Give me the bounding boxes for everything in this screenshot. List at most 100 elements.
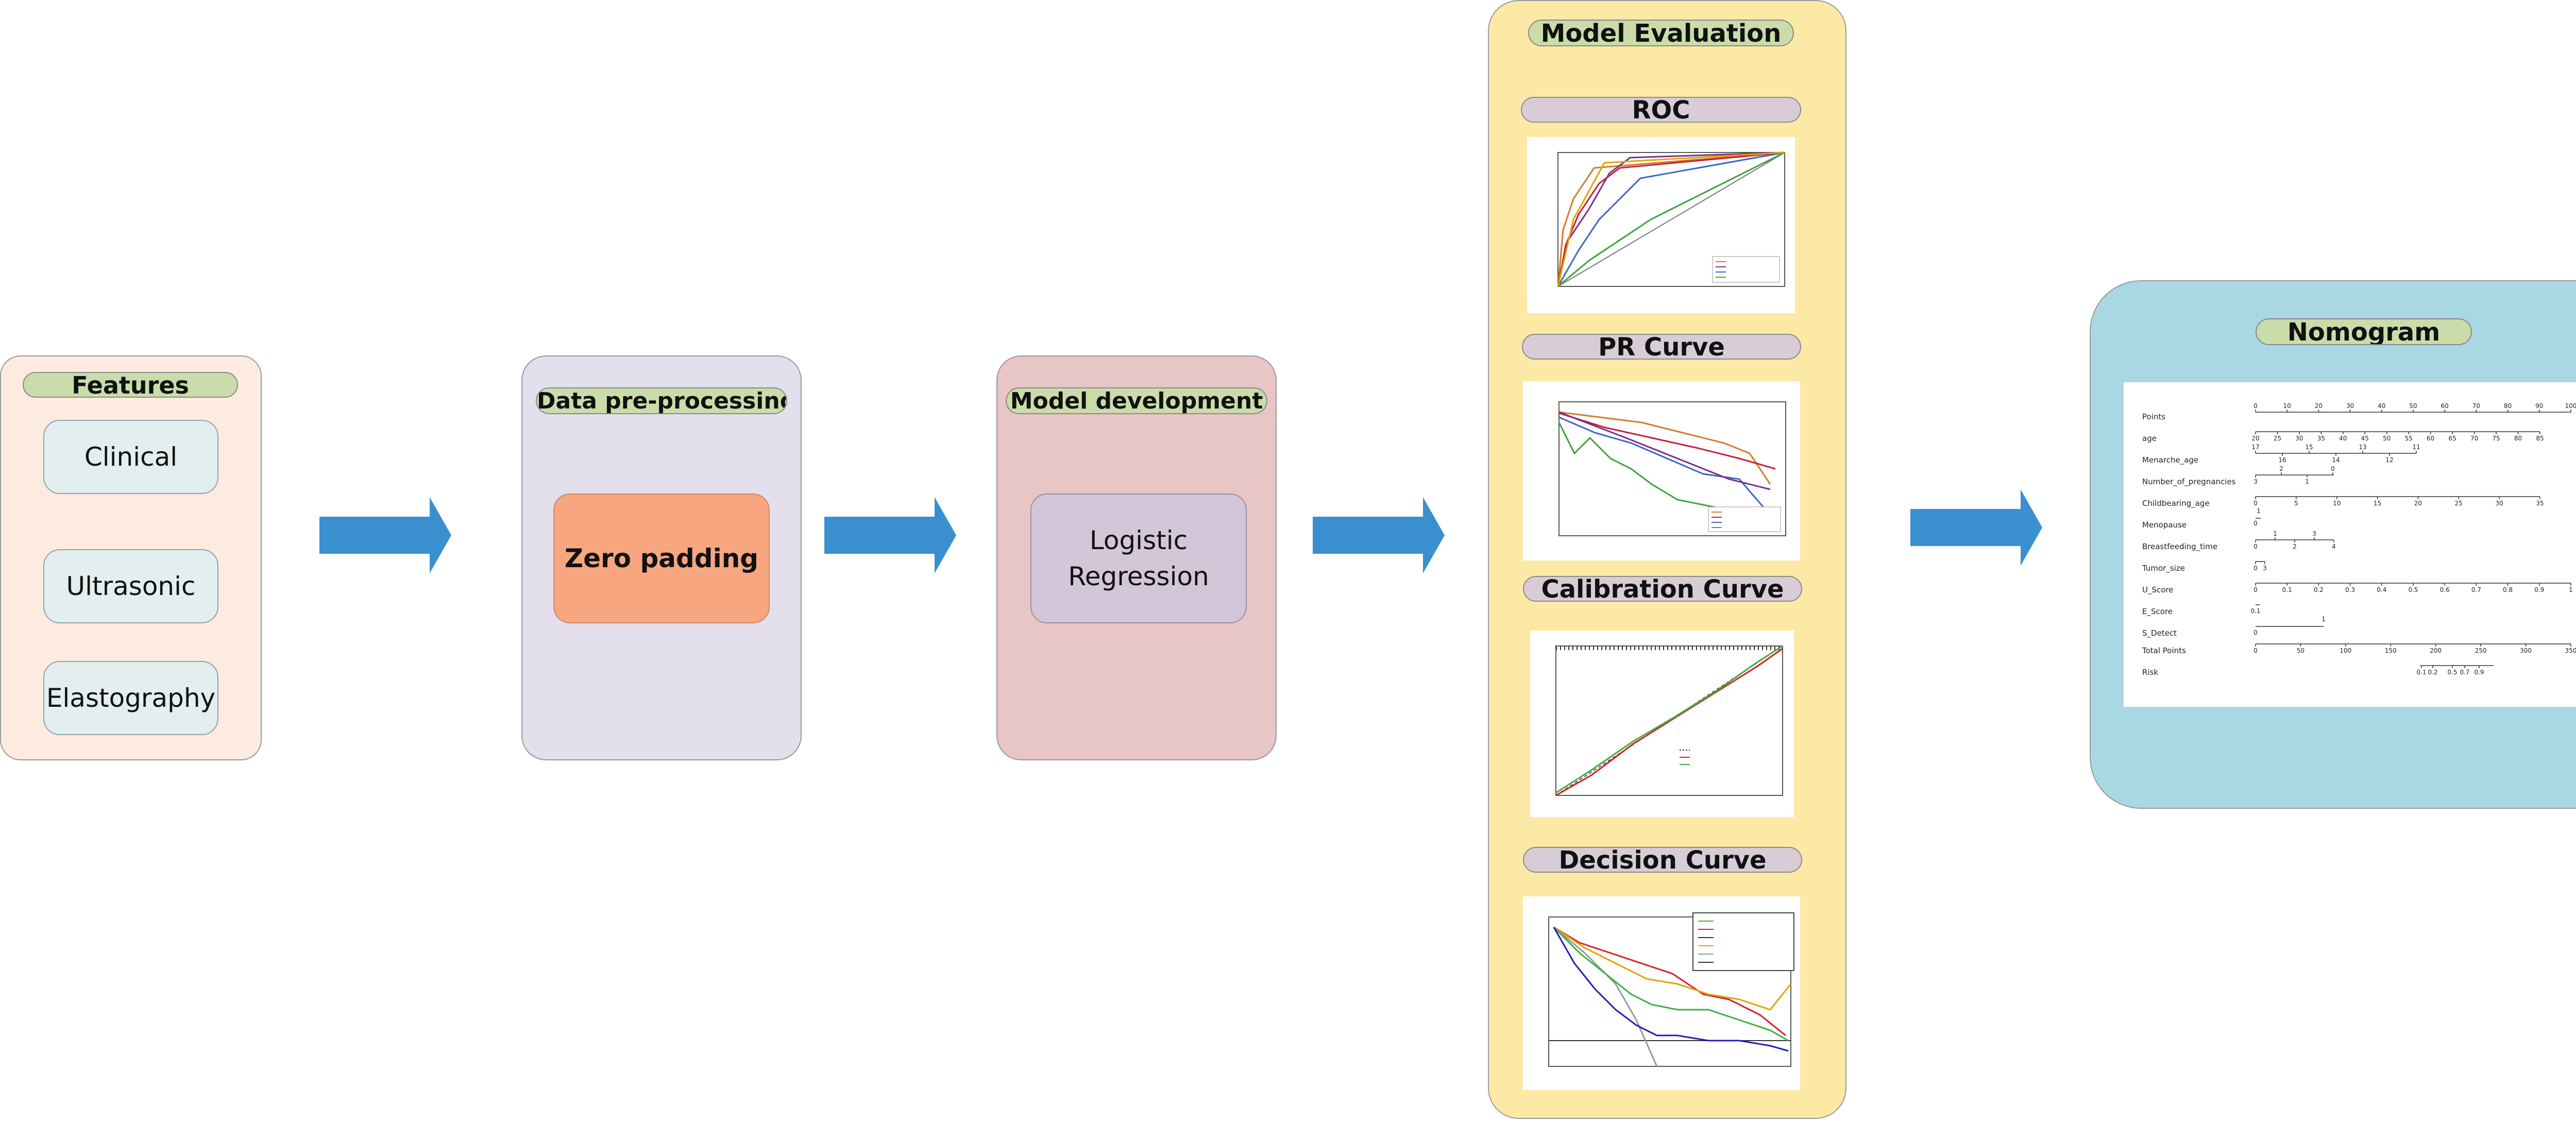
childbearing-tick-label: 35: [2536, 500, 2544, 507]
nomogram-label-pregnancies: Number_of_pregnancies: [2142, 477, 2236, 486]
points-tick-label: 70: [2472, 402, 2480, 410]
feature-box-ultrasonic: Ultrasonic: [43, 549, 218, 623]
risk-tick-label: 0.9: [2474, 669, 2484, 676]
nomogram-label-childbearing-age: Childbearing_age: [2142, 499, 2210, 508]
points-tick-label: 0: [2253, 402, 2258, 410]
uscore-tick-label: 0.1: [2282, 586, 2292, 593]
uscore-tick-label: 0.5: [2408, 586, 2418, 593]
age-tick-label: 30: [2295, 435, 2303, 442]
age-tick-label: 75: [2492, 435, 2500, 442]
arrow-3: [1313, 497, 1445, 573]
age-tick-label: 80: [2514, 435, 2522, 442]
nomogram-card: [2124, 382, 2576, 707]
points-tick-label: 20: [2315, 402, 2323, 410]
decision-plot: [1523, 896, 1800, 1090]
uscore-tick-label: 0.4: [2377, 586, 2386, 593]
features-title: Features: [23, 372, 238, 398]
childbearing-tick-label: 15: [2374, 500, 2381, 507]
childbearing-tick-label: 0: [2253, 500, 2258, 507]
nomogram-title: Nomogram: [2256, 318, 2472, 345]
points-tick-label: 50: [2409, 402, 2417, 410]
age-tick-label: 70: [2470, 435, 2478, 442]
breastfeeding-upper-label: 1: [2273, 530, 2277, 537]
total-tick-label: 50: [2297, 647, 2304, 654]
breastfeeding-lower-label: 4: [2332, 543, 2336, 550]
arrow-4: [1910, 489, 2042, 566]
escore-label: 0.1: [2250, 607, 2260, 615]
points-tick-label: 60: [2441, 402, 2449, 410]
childbearing-tick-label: 10: [2333, 500, 2341, 507]
preprocessing-title: Data pre-processing: [536, 387, 787, 414]
calibration-curve-title: Calibration Curve: [1523, 576, 1802, 602]
tumor-tick-label: 3: [2263, 565, 2267, 572]
nomogram-label-total-points: Total Points: [2142, 646, 2186, 655]
sdetect-upper-label: 1: [2321, 616, 2326, 623]
model-evaluation-title: Model Evaluation: [1528, 20, 1794, 46]
menarche-lower-label: 12: [2385, 456, 2393, 464]
uscore-tick-label: 0.8: [2503, 586, 2513, 593]
pregnancies-lower-label: 3: [2253, 478, 2258, 485]
total-tick-label: 250: [2475, 647, 2487, 654]
roc-plot: [1527, 137, 1795, 313]
nomogram-label-menopause: Menopause: [2142, 520, 2187, 530]
uscore-tick-label: 0.7: [2471, 586, 2481, 593]
nomogram-label-age: age: [2142, 434, 2157, 443]
age-tick-label: 55: [2405, 435, 2413, 442]
points-tick-label: 80: [2504, 402, 2512, 410]
menarche-lower-label: 14: [2332, 456, 2340, 464]
pr-plot: [1523, 381, 1800, 560]
uscore-tick-label: 0: [2253, 586, 2258, 593]
childbearing-tick-label: 5: [2294, 500, 2298, 507]
pr-curve-title: PR Curve: [1522, 334, 1801, 360]
points-tick-label: 90: [2535, 402, 2543, 410]
age-tick-label: 40: [2339, 435, 2347, 442]
nomogram-label-risk: Risk: [2142, 668, 2159, 677]
model-development-title: Model development: [1006, 387, 1267, 414]
age-tick-label: 45: [2361, 435, 2369, 442]
feature-box-clinical: Clinical: [43, 420, 218, 494]
feature-box-elastography: Elastography: [43, 661, 218, 735]
childbearing-tick-label: 30: [2496, 500, 2503, 507]
nomogram-label-menarche-age: Menarche_age: [2142, 455, 2199, 465]
risk-tick-label: 0.1: [2416, 669, 2426, 676]
uscore-tick-label: 0.2: [2314, 586, 2324, 593]
model-line-2: Regression: [1068, 562, 1209, 591]
pregnancies-lower-label: 1: [2305, 478, 2309, 485]
age-tick-label: 50: [2383, 435, 2391, 442]
calibration-plot: [1530, 631, 1794, 817]
points-tick-label: 100: [2565, 402, 2576, 410]
total-tick-label: 150: [2385, 647, 2397, 654]
breastfeeding-lower-label: 2: [2293, 543, 2297, 550]
nomogram-label-points: Points: [2142, 412, 2166, 421]
nomogram-label-s-detect: S_Detect: [2142, 628, 2177, 638]
total-tick-label: 350: [2565, 647, 2576, 654]
menarche-upper-label: 13: [2359, 444, 2366, 451]
age-tick-label: 60: [2427, 435, 2434, 442]
pregnancies-upper-label: 0: [2331, 465, 2335, 472]
decision-curve-title: Decision Curve: [1523, 847, 1802, 873]
menarche-upper-label: 15: [2305, 444, 2313, 451]
uscore-tick-label: 0.6: [2440, 586, 2450, 593]
menarche-upper-label: 11: [2412, 444, 2420, 451]
roc-title: ROC: [1521, 97, 1801, 123]
nomogram-label-tumor-size: Tumor_size: [2142, 564, 2185, 573]
arrow-2: [824, 497, 956, 573]
breastfeeding-upper-label: 3: [2312, 530, 2316, 537]
total-tick-label: 0: [2253, 647, 2258, 654]
pregnancies-upper-label: 2: [2279, 465, 2283, 472]
menopause-lower-label: 0: [2253, 520, 2258, 527]
logistic-regression-box: Logistic Regression: [1030, 494, 1247, 623]
age-tick-label: 35: [2317, 435, 2325, 442]
risk-tick-label: 0.7: [2460, 669, 2469, 676]
menarche-lower-label: 16: [2278, 456, 2286, 464]
uscore-tick-label: 0.3: [2345, 586, 2355, 593]
nomogram-label-e-score: E_Score: [2142, 607, 2173, 616]
zero-padding-box: Zero padding: [553, 494, 770, 623]
risk-tick-label: 0.5: [2447, 669, 2457, 676]
age-tick-label: 85: [2536, 435, 2544, 442]
childbearing-tick-label: 20: [2414, 500, 2422, 507]
nomogram-label-u-score: U_Score: [2142, 585, 2174, 594]
menopause-upper-label: 1: [2257, 507, 2261, 515]
nomogram-label-breastfeeding: Breastfeeding_time: [2142, 542, 2218, 551]
